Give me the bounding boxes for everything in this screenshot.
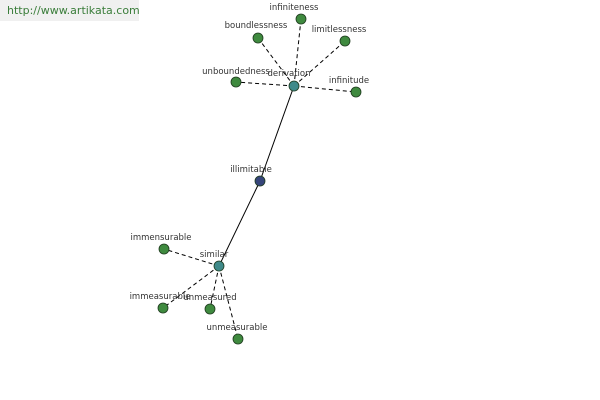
node-unmeasurable[interactable]: unmeasurable bbox=[207, 323, 268, 345]
node-label-illimitable: illimitable bbox=[230, 165, 272, 175]
node-infinitude[interactable]: infinitude bbox=[329, 76, 369, 98]
node-label-boundlessness: boundlessness bbox=[225, 21, 288, 31]
node-label-derivation: derivation bbox=[267, 69, 310, 79]
edge-similar-immensurable bbox=[163, 248, 220, 267]
node-label-immensurable: immensurable bbox=[130, 233, 191, 243]
node-dot-unmeasurable[interactable] bbox=[232, 333, 244, 345]
node-unboundedness[interactable]: unboundedness bbox=[202, 67, 270, 88]
node-label-similar: similar bbox=[200, 250, 229, 260]
node-illimitable[interactable]: illimitable bbox=[230, 165, 272, 187]
edge-similar-unmeasured bbox=[209, 265, 220, 310]
node-dot-derivation[interactable] bbox=[288, 80, 300, 92]
node-similar[interactable]: similar bbox=[200, 250, 229, 272]
edge-illimitable-derivation bbox=[259, 85, 295, 182]
node-unmeasured[interactable]: unmeasured bbox=[183, 293, 237, 315]
edge-illimitable-similar bbox=[218, 180, 261, 267]
edge-derivation-unboundedness bbox=[235, 81, 295, 87]
node-label-immeasurable: immeasurable bbox=[130, 292, 191, 302]
graph-nodes: illimitable derivation similar infiniteness… bbox=[130, 3, 369, 345]
node-label-unmeasurable: unmeasurable bbox=[207, 323, 268, 333]
edge-similar-unmeasurable bbox=[218, 265, 239, 340]
node-dot-immeasurable[interactable] bbox=[157, 302, 169, 314]
edge-similar-immeasurable bbox=[162, 265, 220, 309]
node-dot-limitlessness[interactable] bbox=[339, 35, 351, 47]
node-dot-boundlessness[interactable] bbox=[252, 32, 264, 44]
edge-derivation-infinitude bbox=[293, 85, 357, 93]
edge-derivation-limitlessness bbox=[293, 40, 346, 87]
node-label-infiniteness: infiniteness bbox=[270, 3, 319, 13]
node-label-limitlessness: limitlessness bbox=[312, 25, 367, 35]
node-dot-immensurable[interactable] bbox=[158, 243, 170, 255]
node-dot-infinitude[interactable] bbox=[350, 86, 362, 98]
node-dot-illimitable[interactable] bbox=[254, 175, 266, 187]
edge-derivation-boundlessness bbox=[257, 37, 295, 87]
node-immensurable[interactable]: immensurable bbox=[130, 233, 192, 255]
node-dot-unboundedness[interactable] bbox=[230, 76, 242, 88]
node-dot-similar[interactable] bbox=[213, 260, 225, 272]
node-derivation[interactable]: derivation bbox=[267, 69, 311, 92]
watermark-url: http://www.artikata.com bbox=[0, 0, 140, 21]
node-label-unmeasured: unmeasured bbox=[183, 293, 236, 303]
node-dot-infiniteness[interactable] bbox=[295, 13, 307, 25]
node-dot-unmeasured[interactable] bbox=[204, 303, 216, 315]
node-boundlessness[interactable]: boundlessness bbox=[225, 21, 288, 44]
node-label-unboundedness: unboundedness bbox=[202, 67, 270, 77]
node-immeasurable[interactable]: immeasurable bbox=[130, 292, 191, 314]
edge-derivation-infiniteness bbox=[293, 18, 302, 87]
node-limitlessness[interactable]: limitlessness bbox=[312, 25, 367, 47]
node-infiniteness[interactable]: infiniteness bbox=[270, 3, 319, 25]
node-label-infinitude: infinitude bbox=[329, 76, 369, 86]
graph-edges bbox=[162, 18, 357, 340]
